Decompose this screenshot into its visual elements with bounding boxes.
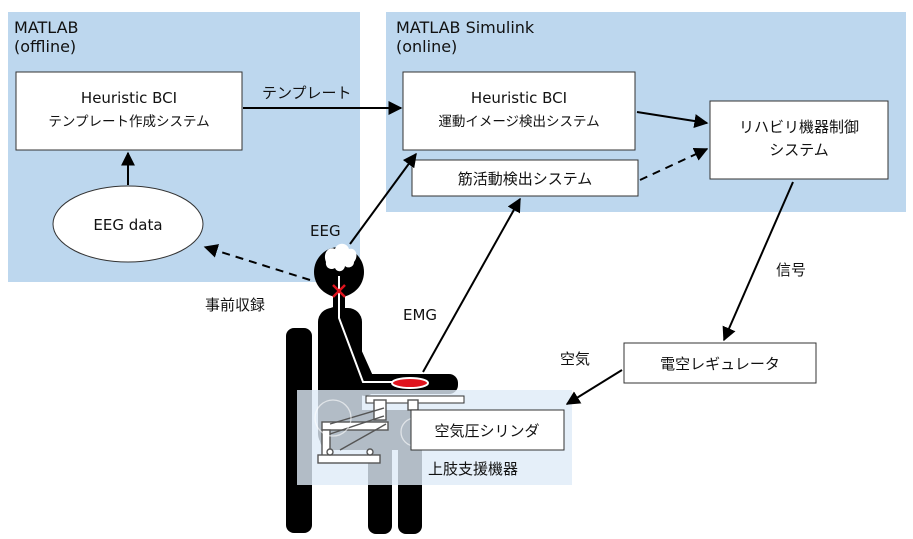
mechanical-device-icon xyxy=(317,399,419,464)
muscle-activity-detection-box: 筋活動検出システム xyxy=(411,159,639,197)
pneumatic-cylinder-box: 空気圧シリンダ xyxy=(410,409,565,451)
spinal-lesion-icon xyxy=(332,284,346,298)
rehab-control-box: リハビリ機器制御 システム xyxy=(709,100,889,180)
emg-arrow-label: EMG xyxy=(403,306,437,324)
prerecord-arrow-label: 事前収録 xyxy=(205,296,265,314)
arrow-detection-to-rehab xyxy=(636,111,709,128)
signal-arrow-label: 信号 xyxy=(776,261,806,279)
eeg-data-label: EEG data xyxy=(93,216,162,234)
arrow-regulator-to-cylinder xyxy=(565,369,623,405)
online-region-subtitle: (online) xyxy=(396,37,457,56)
arrow-head-to-detection xyxy=(349,152,417,245)
electropneumatic-regulator-box: 電空レギュレータ xyxy=(623,342,817,384)
air-arrow-label: 空気 xyxy=(560,350,590,368)
motor-imagery-detection-box-line2: 運動イメージ検出システム xyxy=(438,114,599,130)
arrow-arm-to-muscle xyxy=(422,197,521,373)
rehab-control-box-line2: システム xyxy=(769,141,829,159)
online-region-title: MATLAB Simulink xyxy=(396,18,535,37)
eeg-data-ellipse: EEG data xyxy=(52,185,204,263)
arrow-head-to-eegdata xyxy=(203,244,311,281)
template-creation-box-line1: Heuristic BCI xyxy=(81,89,177,107)
offline-region-subtitle: (offline) xyxy=(14,37,76,56)
nerve-line xyxy=(338,276,410,383)
rehab-control-box-line1: リハビリ機器制御 xyxy=(739,118,859,136)
pneumatic-cylinder-label: 空気圧シリンダ xyxy=(434,422,539,440)
arm-pad-electrode xyxy=(391,377,429,389)
template-creation-box-line2: テンプレート作成システム xyxy=(48,114,209,130)
template-arrow-label: テンプレート xyxy=(262,84,352,102)
arrows xyxy=(121,101,794,405)
muscle-activity-detection-box-label: 筋活動検出システム xyxy=(458,170,593,188)
electropneumatic-regulator-label: 電空レギュレータ xyxy=(660,355,780,373)
template-creation-box: Heuristic BCI テンプレート作成システム xyxy=(15,71,243,151)
arrow-muscle-to-rehab xyxy=(639,147,709,181)
motor-imagery-detection-box-line1: Heuristic BCI xyxy=(471,89,567,107)
arrow-rehab-to-regulator xyxy=(722,181,794,342)
offline-region-title: MATLAB xyxy=(14,18,78,37)
brain-icon xyxy=(324,243,357,272)
support-device-label: 上肢支援機器 xyxy=(428,460,518,478)
motor-imagery-detection-box: Heuristic BCI 運動イメージ検出システム xyxy=(402,71,636,151)
eeg-arrow-label: EEG xyxy=(310,222,341,240)
